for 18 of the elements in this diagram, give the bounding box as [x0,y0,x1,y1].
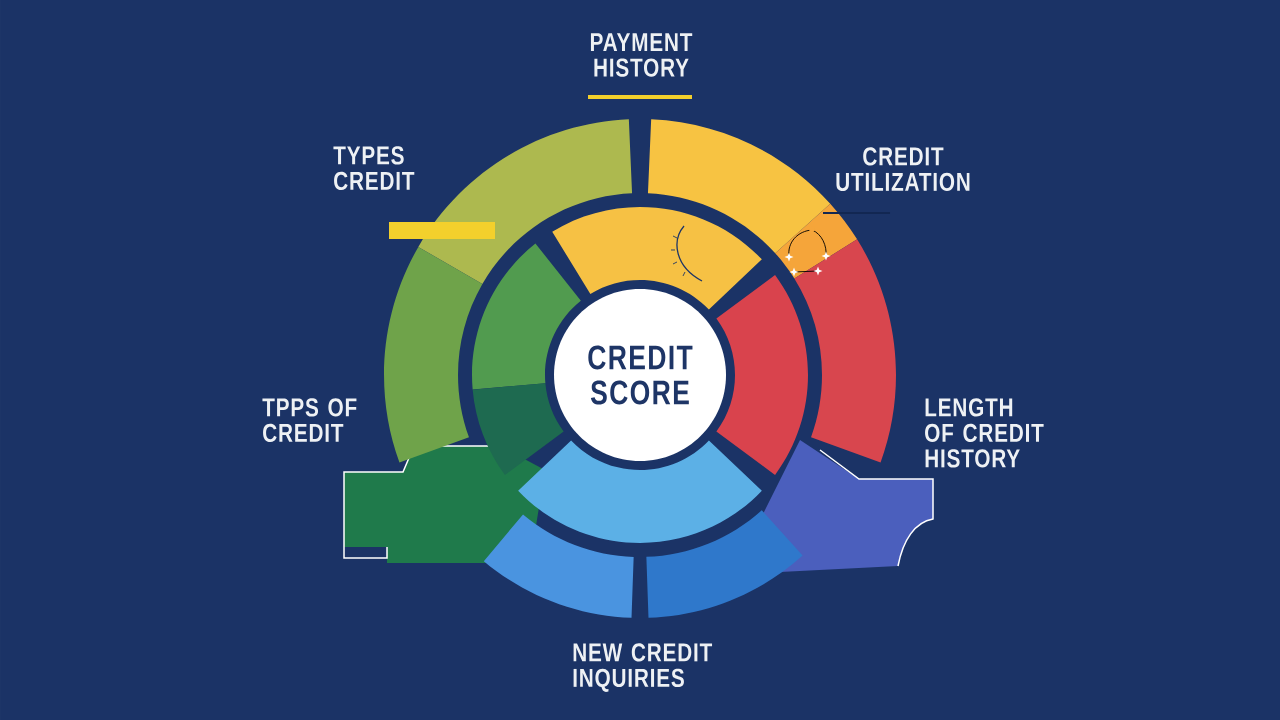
ring-segment [518,440,762,543]
ring-segment [716,275,808,475]
ring-segment [794,239,896,463]
category-label: LENGTH OF CREDIT HISTORY [925,398,1044,468]
ring-segment [418,119,633,284]
category-label: TYPES CREDIT [333,146,415,191]
ring-segment [472,243,581,390]
category-label: NEW CREDIT INQUIRIES [573,643,713,692]
ring-segment [552,207,762,310]
ring-segment [647,119,831,254]
category-label: TPPS OF CREDIT [262,398,357,443]
ring-segment [646,510,803,618]
ring-segment [472,383,564,475]
ring-segment [384,247,483,463]
ring-segment [483,514,634,618]
category-label: CREDIT UTILIZATION [836,147,970,192]
ring-segment [775,203,858,279]
category-label: PAYMENT HISTORY [590,33,693,77]
